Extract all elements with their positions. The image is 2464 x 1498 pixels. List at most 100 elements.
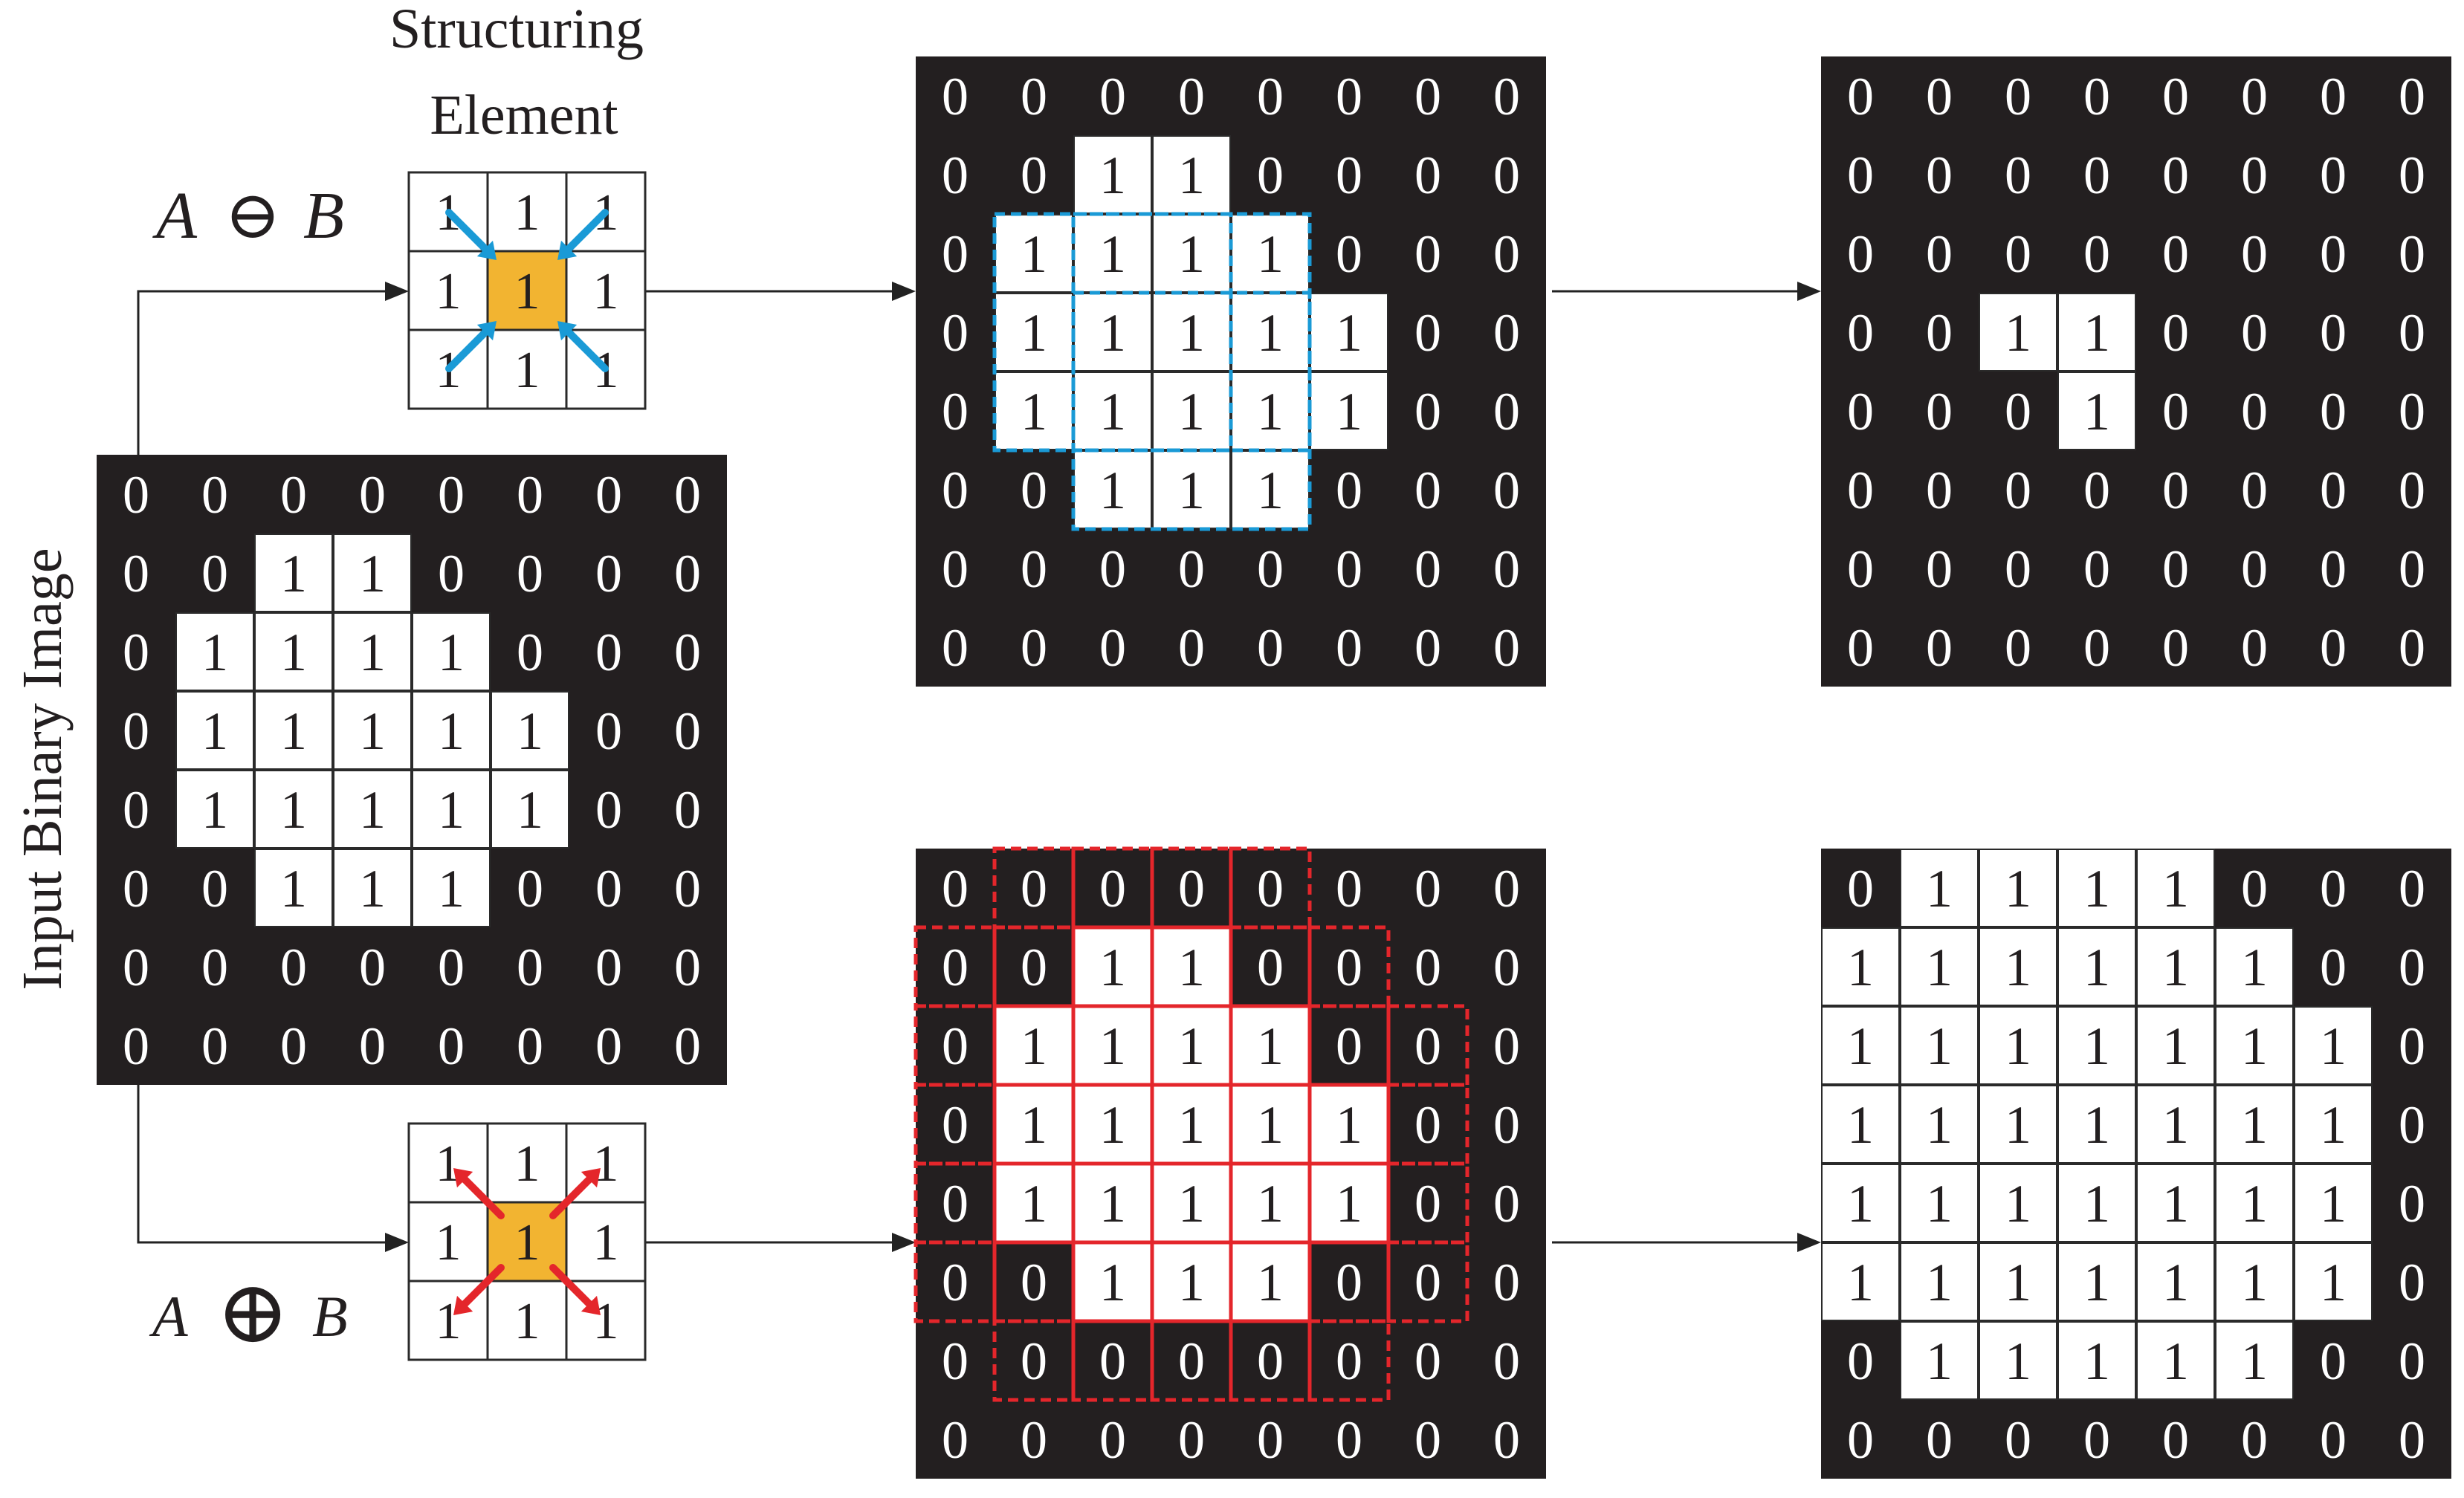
dilation-overlay-cell-value: 0 [942,859,969,918]
erosion-overlay-cell-foreground [1310,372,1388,450]
dilation-result-cell-value: 0 [2399,859,2425,918]
dilation-result-cell-foreground [2215,1321,2294,1400]
input-cell-value: 1 [201,623,228,682]
erosion-overlay-cell-value: 1 [1178,303,1205,363]
erosion-overlay-cell-value: 0 [1414,539,1441,599]
erosion-result-cell-value: 0 [2320,618,2347,678]
erosion-overlay-cell-value: 0 [1099,539,1126,599]
dilation-overlay-cell-value: 1 [1178,938,1205,997]
erosion-result-cell-value: 0 [2241,67,2268,126]
dilation-overlay-cell-foreground [1073,1006,1152,1085]
erosion-result-cell-value: 0 [1847,382,1874,441]
input-cell-value: 0 [123,701,149,761]
dilation-branch-arrowhead [385,1233,409,1252]
erosion-result-cell-value: 0 [1847,224,1874,284]
erosion-result-cell-value: 0 [2399,303,2425,363]
dilation-result-cell-value: 1 [1926,938,1953,997]
dilation-result-cell-value: 1 [2162,938,2189,997]
dilation-result-cell-value: 1 [1847,1016,1874,1076]
erosion-overlay-cell-foreground [1231,450,1310,529]
erosion-overlay-cell-value: 0 [942,618,969,678]
overlay-to-dilation-result-arrowhead [1797,1233,1821,1252]
dilation-overlay-cell-value: 0 [1178,1410,1205,1470]
dilation-overlay-cell-value: 0 [1099,1410,1126,1470]
erosion-se-arrow-head [557,240,578,260]
erosion-branch-arrowhead [385,282,409,301]
dilation-overlay-cell-value: 0 [1493,859,1520,918]
dilation-result-cell-value: 0 [2399,1174,2425,1233]
dilation-result-cell-foreground [2057,849,2136,927]
dilation-result-cell-value: 1 [1926,1016,1953,1076]
dilation-result-cell-value: 1 [2320,1253,2347,1312]
dilation-result-cell-value: 1 [2241,938,2268,997]
erosion-operator-symbol: ⊖ [224,179,280,253]
input-cell-foreground [333,770,412,849]
dilation-to-overlay-arrowhead [892,1233,916,1252]
erosion-overlay-cell-value: 1 [1336,303,1362,363]
input-cell-foreground [412,849,491,927]
dilation-result-cell-value: 0 [2320,859,2347,918]
dilation-overlay-cell-value: 0 [1257,859,1284,918]
input-cell-foreground [333,534,412,612]
erosion-overlay-cell-value: 0 [1414,618,1441,678]
erosion-result-cell-value: 0 [1926,146,1953,205]
dilation-overlay-cell-value: 0 [1257,1410,1284,1470]
input-cell-foreground [254,534,333,612]
dilation-result-cell-foreground [2136,849,2215,927]
dilation-result-cell-value: 1 [2005,938,2031,997]
dilation-overlay-cell-value: 0 [1178,859,1205,918]
input-cell-value: 0 [280,1016,307,1076]
dilation-window-outline [1071,846,1154,930]
dilation-result-cell-foreground [1900,927,1979,1006]
dilation-se-cell-value: 1 [593,1214,619,1271]
erosion-overlay-cell-value: 1 [1099,461,1126,520]
dilation-se-arrow-head [581,1168,601,1188]
erosion-result-cell-value: 0 [1926,461,1953,520]
dilation-window-outlines [914,846,1469,1402]
dilation-result-cell-foreground [1979,1085,2057,1164]
erosion-result-cell-value: 0 [1847,303,1874,363]
erosion-result-cell-value: 0 [1847,146,1874,205]
erosion-overlay-cell-foreground [1152,214,1231,293]
dilation-overlay-cell-value: 1 [1099,1253,1126,1312]
dilation-result-cell-foreground [2136,1085,2215,1164]
dilation-overlay-cell-foreground [1073,1164,1152,1242]
erosion-result-cell-value: 0 [2241,618,2268,678]
input-cell-value: 0 [674,701,701,761]
erosion-result-cell-value: 0 [2005,67,2031,126]
input-cell-value: 0 [123,465,149,525]
input-cell-value: 0 [595,465,622,525]
erosion-result-cell-value: 0 [2162,146,2189,205]
erosion-overlay-cell-foreground [1073,214,1152,293]
dilation-se-arrow-shaft [549,1264,593,1308]
input-cell-value: 1 [280,859,307,918]
input-cell-value: 0 [123,623,149,682]
dilation-result-cell-value: 0 [2162,1410,2189,1470]
dilation-overlay-cell-value: 0 [1021,1410,1047,1470]
input-cell-foreground [491,770,569,849]
input-cell-value: 0 [674,859,701,918]
dilation-overlay-cell-value: 0 [1414,938,1441,997]
erosion-result-cell-value: 0 [1926,618,1953,678]
dilation-overlay-cell-value: 1 [1178,1016,1205,1076]
input-cell-foreground [254,612,333,691]
erosion-result-cell-value: 0 [2162,224,2189,284]
dilation-overlay-cell-value: 1 [1021,1095,1047,1155]
input-cell-value: 0 [517,938,543,997]
erosion-overlay-cell-value: 1 [1257,224,1284,284]
dilation-result-cell-value: 1 [1847,938,1874,997]
dilation-result-cell-value: 1 [2320,1174,2347,1233]
input-cell-foreground [333,691,412,770]
erosion-window-outlines [992,212,1312,531]
dilation-overlay-cell-value: 0 [1493,938,1520,997]
erosion-overlay-cell-value: 1 [1099,382,1126,441]
input-cell-value: 1 [438,859,465,918]
dilation-window-outline [1071,1319,1154,1402]
dilation-result-cell-foreground [2294,1085,2373,1164]
erosion-overlay-cell-value: 0 [942,67,969,126]
erosion-result-cell-value: 0 [2320,67,2347,126]
erosion-result-cell-value: 0 [1847,67,1874,126]
input-cell-value: 0 [359,938,386,997]
